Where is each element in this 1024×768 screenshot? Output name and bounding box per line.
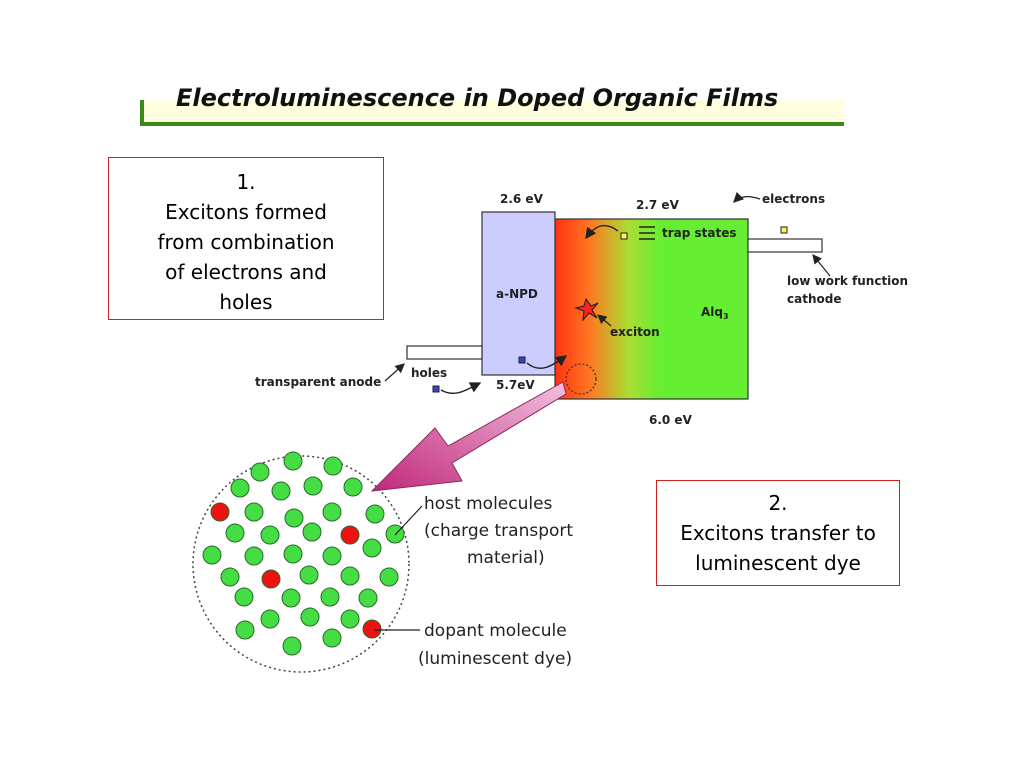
electron-dot: [780, 226, 788, 234]
hole-dot: [432, 385, 440, 393]
zoom-region: [565, 363, 597, 395]
host-molecule: [379, 567, 399, 587]
dopant-molecule: [362, 619, 382, 639]
host-molecule: [284, 508, 304, 528]
cathode-label-1: low work function: [787, 274, 908, 288]
npd-label: a-NPD: [496, 287, 538, 301]
dopant-molecule: [340, 525, 360, 545]
box1-line-5: holes: [219, 290, 273, 314]
host-molecule: [362, 538, 382, 558]
electrons-pointer: [733, 191, 761, 203]
dopant-label-2: (luminescent dye): [418, 649, 572, 669]
zoom-arrow: [370, 381, 567, 492]
dopant-molecule: [210, 502, 230, 522]
host-molecule: [244, 546, 264, 566]
host-molecule: [340, 609, 360, 629]
box1-line-2: Excitons formed: [165, 200, 327, 224]
box1-line-3: from combination: [157, 230, 335, 254]
hole-path-arrow: [526, 355, 568, 369]
box2-line-2: Excitons transfer to: [680, 521, 876, 545]
host-molecule: [260, 525, 280, 545]
molecule-view-circle: [192, 455, 410, 673]
npd-homo-label: 5.7eV: [496, 378, 535, 392]
host-molecule: [202, 545, 222, 565]
host-molecule: [320, 587, 340, 607]
host-molecule: [234, 587, 254, 607]
host-molecule: [282, 636, 302, 656]
host-molecule: [225, 523, 245, 543]
alq-lumo-label: 2.7 eV: [636, 198, 680, 212]
host-molecule: [343, 477, 363, 497]
note-box-2: 2. Excitons transfer to luminescent dye: [656, 480, 900, 586]
cathode-label-2: cathode: [787, 292, 841, 306]
alq-homo-label: 6.0 eV: [649, 413, 693, 427]
host-molecule: [303, 476, 323, 496]
host-molecule: [230, 478, 250, 498]
box1-line-1: 1.: [236, 170, 256, 194]
title-underline: [140, 100, 844, 126]
exciton-label: exciton: [610, 325, 660, 339]
host-molecule: [281, 588, 301, 608]
host-molecule: [271, 481, 291, 501]
exciton-pointer: [597, 314, 612, 327]
cathode-pointer: [812, 254, 831, 277]
host-molecule: [365, 504, 385, 524]
note-box-1: 1. Excitons formed from combination of e…: [108, 157, 384, 320]
box2-line-3: luminescent dye: [695, 551, 861, 575]
npd-lumo-label: 2.6 eV: [500, 192, 544, 206]
host-label-2: (charge transport: [424, 521, 573, 541]
host-molecule: [300, 607, 320, 627]
electrons-label: electrons: [762, 192, 825, 206]
host-molecule: [235, 620, 255, 640]
host-molecule: [340, 566, 360, 586]
host-label-3: material): [467, 548, 545, 568]
electron-dot: [620, 232, 628, 240]
anode-label: transparent anode: [255, 375, 381, 389]
host-molecule: [302, 522, 322, 542]
npd-layer: [481, 211, 556, 376]
host-molecule: [323, 456, 343, 476]
hole-dot: [518, 356, 526, 364]
host-molecule: [322, 628, 342, 648]
dopant-molecule: [261, 569, 281, 589]
host-molecule: [260, 609, 280, 629]
slide-title: Electroluminescence in Doped Organic Fil…: [176, 84, 779, 112]
trap-states-label: trap states: [662, 226, 737, 240]
host-label-1: host molecules: [424, 494, 553, 514]
host-molecule: [220, 567, 240, 587]
box2-line-1: 2.: [768, 491, 788, 515]
holes-label: holes: [411, 366, 447, 380]
hole-injection-arrow: [440, 382, 482, 394]
host-molecule: [250, 462, 270, 482]
exciton-star-icon: [574, 297, 599, 322]
host-molecule: [283, 451, 303, 471]
host-molecule: [244, 502, 264, 522]
molecule-field: [202, 451, 405, 656]
host-molecule: [322, 502, 342, 522]
host-molecule: [299, 565, 319, 585]
alq-label: Alq3: [701, 305, 729, 321]
cathode-electrode: [747, 238, 823, 253]
box1-line-4: of electrons and: [165, 260, 327, 284]
anode-pointer: [384, 363, 405, 382]
host-molecule: [358, 588, 378, 608]
anode-electrode: [406, 345, 483, 360]
host-pointer: [394, 505, 423, 536]
electron-path-arrow: [585, 224, 619, 240]
host-molecule: [322, 546, 342, 566]
dopant-label-1: dopant molecule: [424, 621, 567, 641]
host-molecule: [283, 544, 303, 564]
